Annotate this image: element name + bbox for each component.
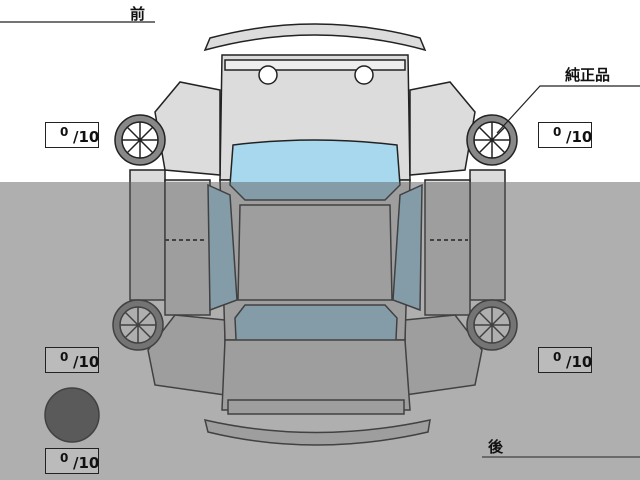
score-box-front-right: 0/10 bbox=[538, 122, 592, 148]
score-box-front-left: 0/10 bbox=[45, 122, 99, 148]
rear-label: 後 bbox=[488, 438, 504, 456]
shade-overlay bbox=[0, 182, 640, 480]
score-box-rear-right: 0/10 bbox=[538, 347, 592, 373]
genuine-leader-line bbox=[496, 85, 640, 134]
score-box-spare: 0/10 bbox=[45, 448, 99, 474]
wheel-front-right bbox=[466, 114, 518, 166]
front-label: 前 bbox=[130, 5, 146, 23]
score-box-rear-left: 0/10 bbox=[45, 347, 99, 373]
front-spoiler bbox=[203, 23, 427, 52]
front-grille bbox=[224, 59, 406, 71]
headlight-right bbox=[354, 65, 374, 85]
wheel-front-left bbox=[114, 114, 166, 166]
genuine-label: 純正品 bbox=[565, 66, 611, 84]
front-left-fender bbox=[154, 81, 221, 176]
headlight-left bbox=[258, 65, 278, 85]
front-right-fender bbox=[409, 81, 476, 176]
